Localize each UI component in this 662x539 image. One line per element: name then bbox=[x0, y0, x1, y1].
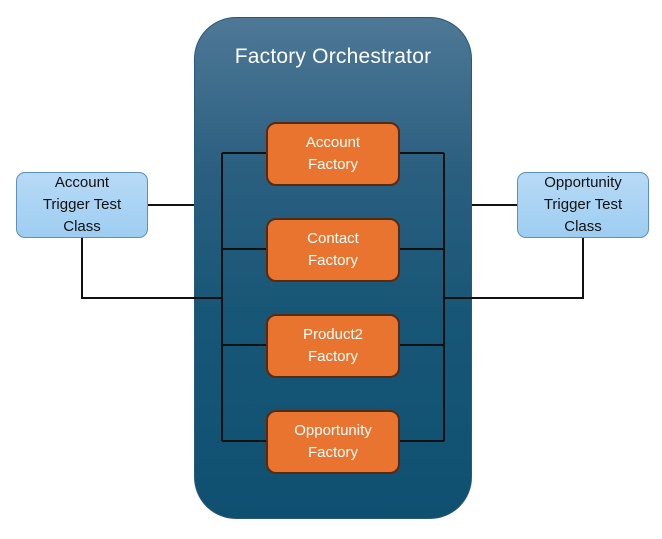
opportunity-factory-box: Opportunity Factory bbox=[266, 410, 400, 474]
account-test-class-line2: Trigger Test bbox=[42, 196, 122, 213]
account-factory-line1: Account bbox=[305, 134, 361, 151]
opportunity-test-class-line3: Class bbox=[564, 218, 602, 235]
contact-factory-line2: Factory bbox=[307, 252, 358, 269]
right-class-return-connector bbox=[444, 237, 584, 299]
account-test-class-line3: Class bbox=[63, 218, 101, 235]
opportunity-test-class-line1: Opportunity bbox=[544, 174, 622, 191]
product2-factory-line2: Factory bbox=[307, 348, 358, 365]
opportunity-factory-line1: Opportunity bbox=[294, 422, 372, 439]
left-class-return-connector bbox=[81, 237, 222, 299]
account-test-class-line1: Account bbox=[54, 174, 110, 191]
contact-factory-box: Contact Factory bbox=[266, 218, 400, 282]
orchestrator-title: Factory Orchestrator bbox=[234, 45, 432, 68]
opportunity-test-class-line2: Trigger Test bbox=[543, 196, 623, 213]
opportunity-trigger-test-class-box: Opportunity Trigger Test Class bbox=[517, 172, 649, 238]
account-factory-line2: Factory bbox=[307, 156, 358, 173]
opportunity-factory-line2: Factory bbox=[307, 444, 358, 461]
product2-factory-line1: Product2 bbox=[302, 326, 364, 343]
account-trigger-test-class-box: Account Trigger Test Class bbox=[16, 172, 148, 238]
product2-factory-box: Product2 Factory bbox=[266, 314, 400, 378]
account-factory-box: Account Factory bbox=[266, 122, 400, 186]
contact-factory-line1: Contact bbox=[307, 230, 359, 247]
